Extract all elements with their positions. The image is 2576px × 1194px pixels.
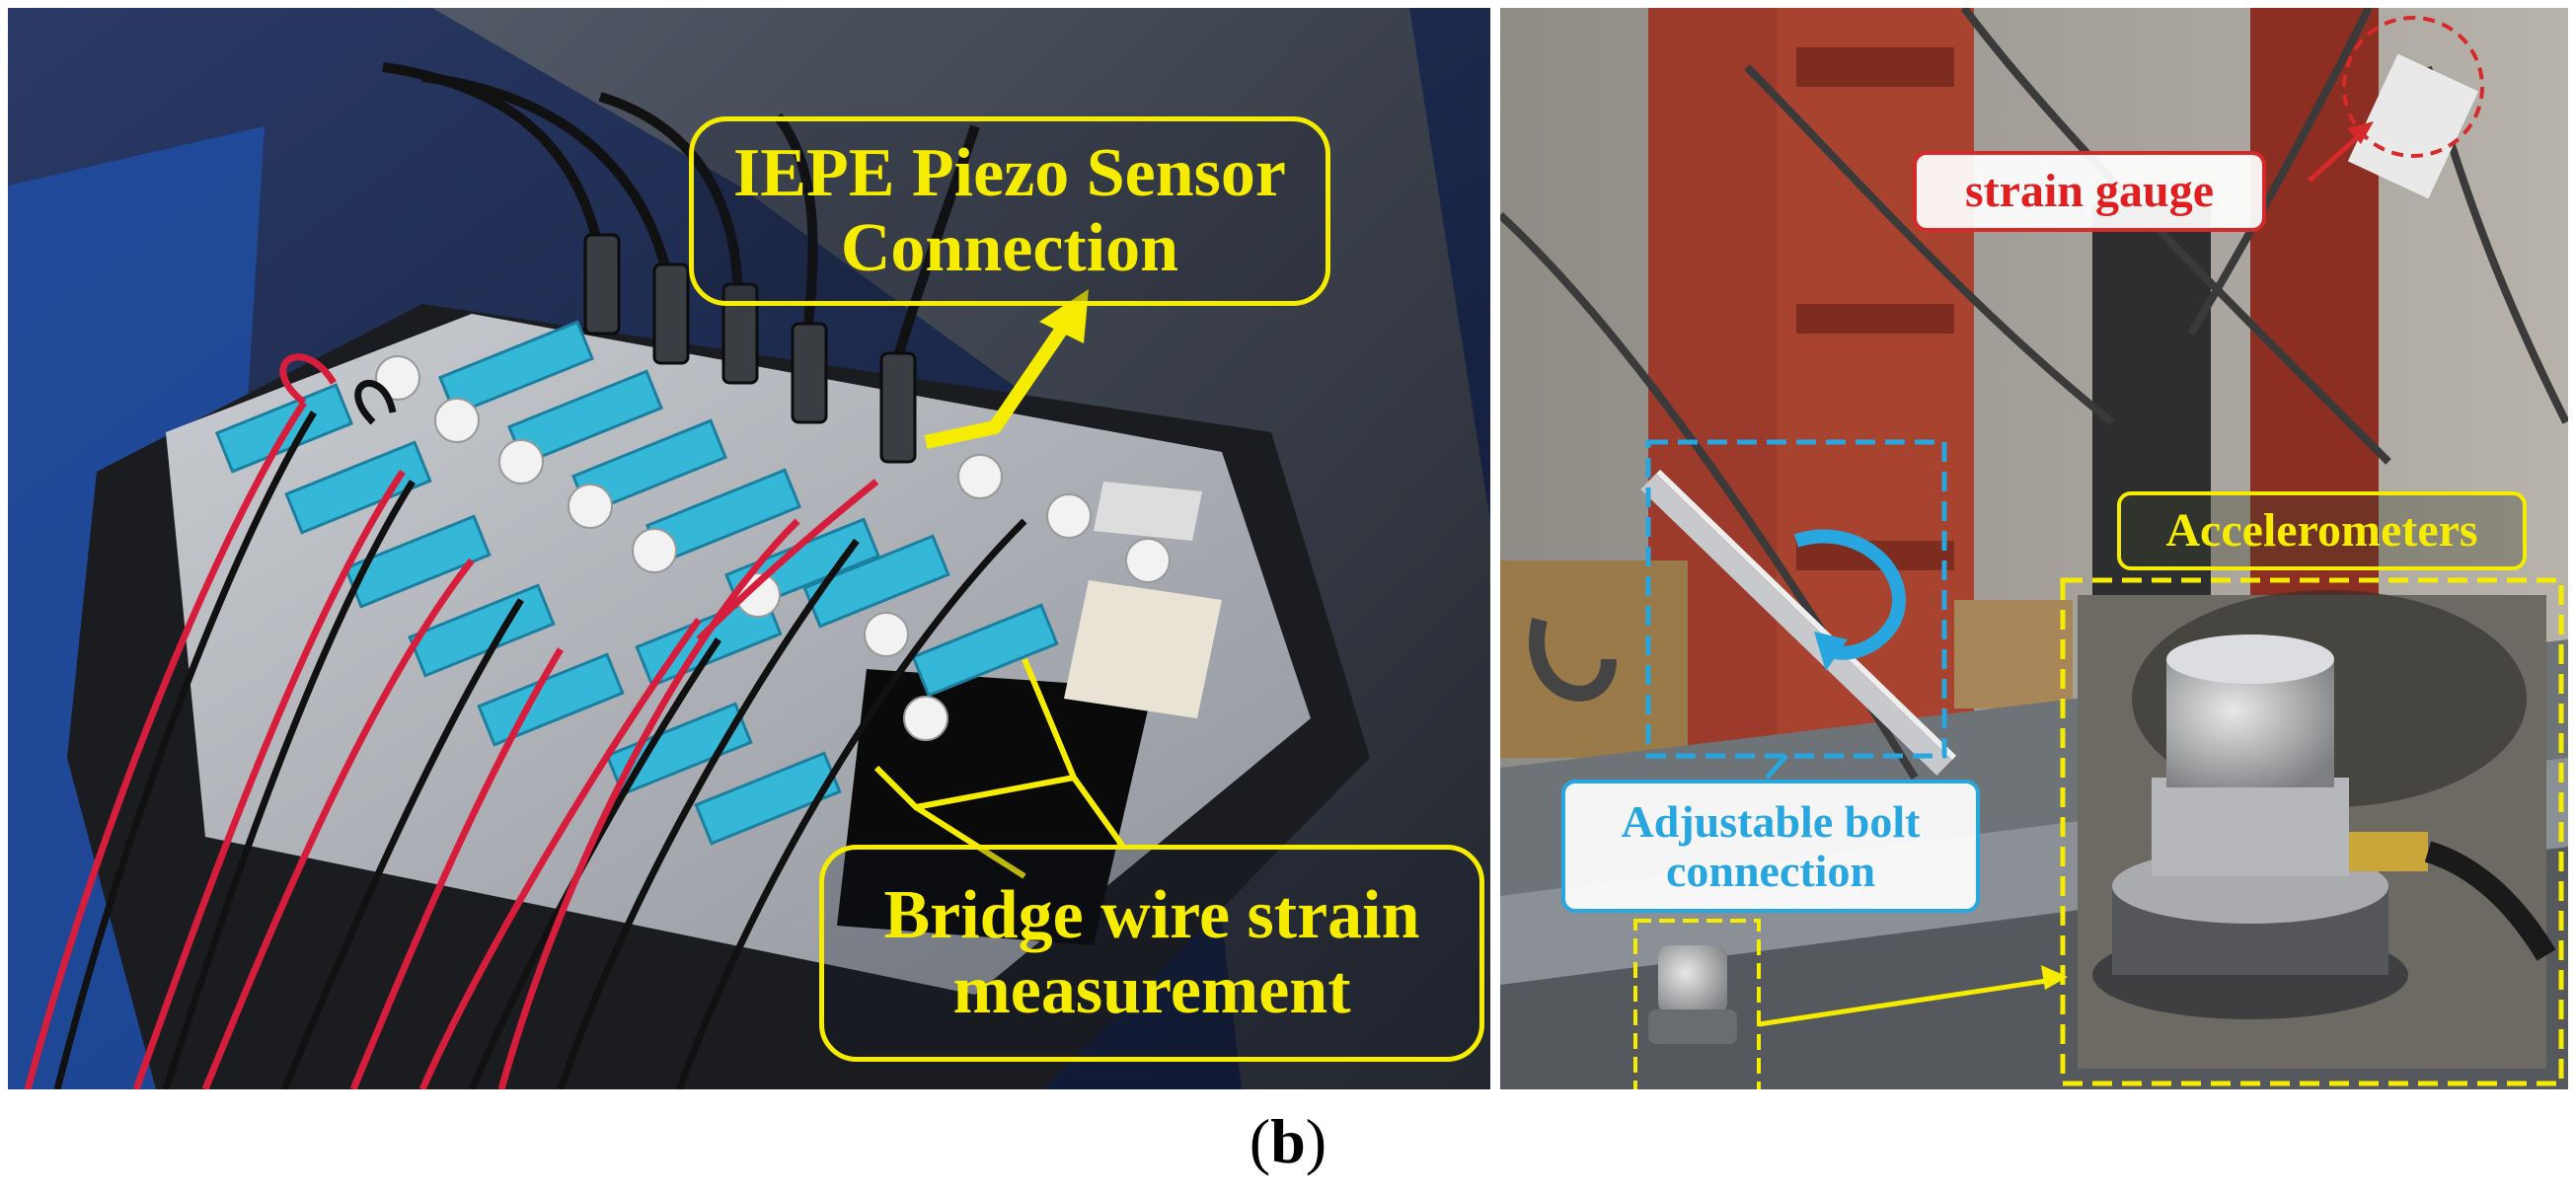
- bolt-label-line1: Adjustable bolt: [1621, 795, 1921, 847]
- strain-pointer: [2308, 129, 2366, 183]
- bridge-strain-label: Bridge wire strain measurement: [819, 845, 1484, 1062]
- small-accel-highlight: [1633, 919, 1761, 1089]
- daq-photo-panel: IEPE Piezo Sensor Connection Bridge wire…: [8, 8, 1490, 1089]
- cardboard-box: [1954, 600, 2073, 709]
- wooden-crate: [1500, 560, 1688, 758]
- strain-gauge-sensor: [2347, 53, 2479, 199]
- turnbuckle: [1640, 469, 1957, 776]
- adjustable-bolt-label: Adjustable bolt connection: [1561, 780, 1980, 913]
- bolt-label-line2: connection: [1665, 845, 1876, 896]
- rotation-arrowhead: [1814, 632, 1848, 671]
- figure-caption: (b): [0, 1105, 2576, 1178]
- iepe-sensor-label: IEPE Piezo Sensor Connection: [689, 116, 1330, 306]
- bolt-pointer: [1765, 754, 1788, 780]
- strain-gauge-highlight: [2342, 16, 2484, 158]
- bridge-pointer-lines: [873, 657, 1126, 879]
- accel-pointer-head: [2041, 965, 2068, 990]
- strain-pointer-head: [2347, 121, 2374, 144]
- small-accelerometer: [1648, 945, 1737, 1044]
- caption-open-paren: (: [1249, 1106, 1271, 1176]
- accelerometers-label: Accelerometers: [2117, 491, 2527, 570]
- knobs: [375, 355, 1171, 741]
- bnc-connectors: [382, 62, 980, 464]
- iepe-label-line2: Connection: [840, 210, 1179, 286]
- test-setup-photo-panel: strain gauge Accelerometers Adjustable b…: [1500, 8, 2568, 1089]
- bridge-wires: [24, 353, 1027, 1089]
- small-sticker: [1094, 482, 1202, 541]
- hook: [1529, 618, 1617, 702]
- accelerometer-zoom-inset: [2078, 590, 2556, 1069]
- accel-pointer: [1758, 977, 2054, 1027]
- info-sticker: [1064, 580, 1222, 718]
- rotation-arrow: [1793, 529, 1906, 660]
- bolt-highlight-box: [1645, 439, 1947, 759]
- caption-close-paren: ): [1305, 1106, 1327, 1176]
- iepe-label-line1: IEPE Piezo Sensor: [733, 135, 1286, 212]
- daq-photo: [8, 8, 1490, 1089]
- strain-gauge-label: strain gauge: [1913, 151, 2266, 232]
- bridge-label-line2: measurement: [952, 952, 1351, 1028]
- caption-letter: b: [1270, 1106, 1306, 1176]
- bridge-label-line1: Bridge wire strain: [883, 877, 1420, 954]
- zoom-highlight-box: [2060, 577, 2564, 1086]
